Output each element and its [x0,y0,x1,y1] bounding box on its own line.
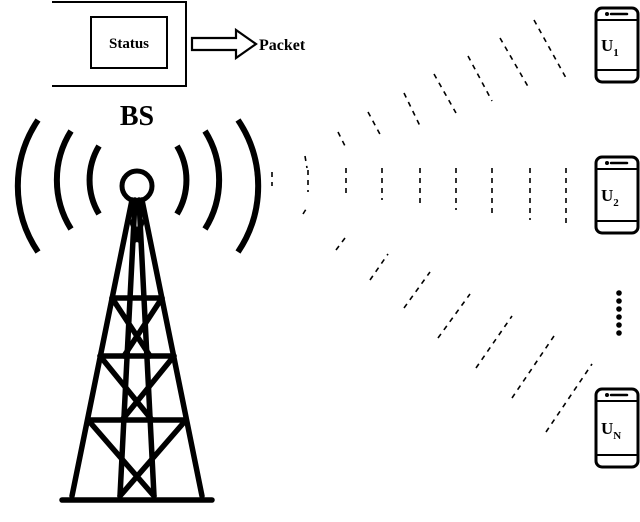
svg-text:UN: UN [601,419,621,442]
user-ellipsis-dots [616,290,622,336]
packet-label: Packet [259,37,306,54]
svg-text:U1: U1 [601,36,619,59]
phone-user-1: U1 [594,6,640,84]
user-n-label: U [601,419,613,438]
beam-to-user-1 [304,19,567,169]
status-box: Status [90,16,168,69]
status-frame [52,1,187,87]
status-label: Status [109,36,149,52]
svg-text:U2: U2 [601,186,619,209]
user-2-label: U [601,186,613,205]
user-n-subscript: N [613,430,621,442]
radio-waves [14,118,262,254]
user-1-subscript: 1 [613,47,619,59]
beam-to-user-2 [271,168,567,224]
user-2-subscript: 2 [613,197,619,209]
beam-to-user-n [302,205,593,433]
user-1-label: U [601,36,613,55]
packet-arrow [190,27,258,61]
phone-user-n: UN [594,387,640,469]
tower [59,168,215,503]
phone-user-2: U2 [594,155,640,235]
bs-label: BS [120,101,154,132]
